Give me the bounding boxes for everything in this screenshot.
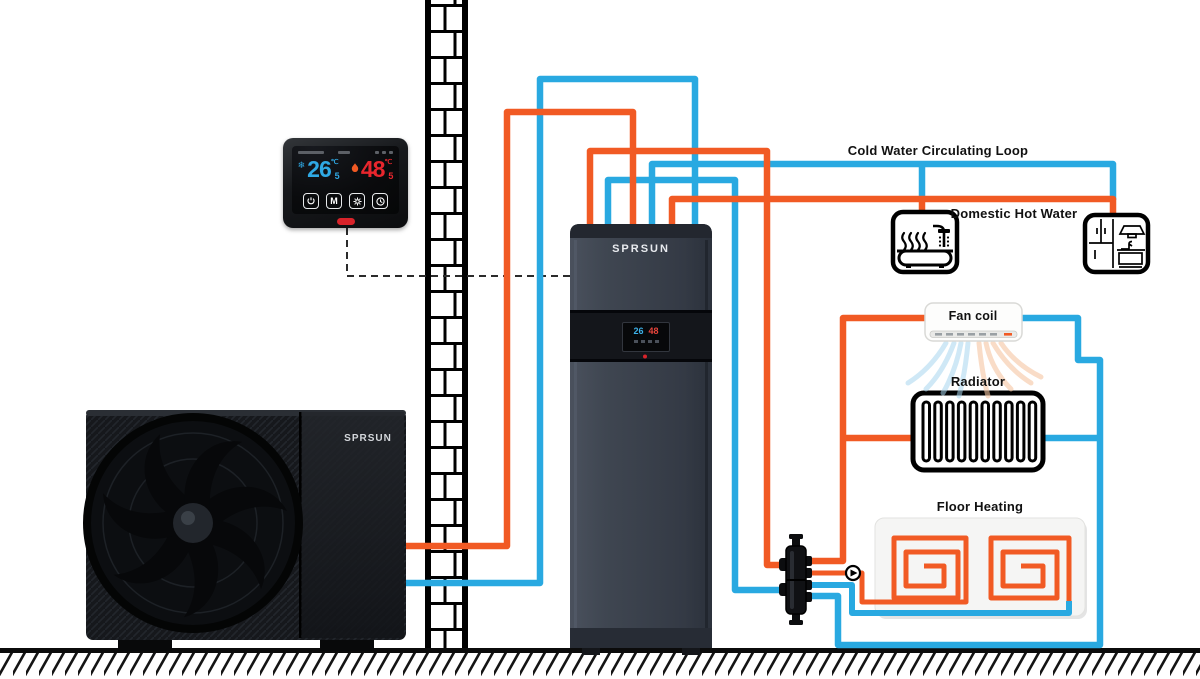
- pump-icon: [844, 564, 862, 582]
- power-button[interactable]: [303, 193, 319, 209]
- label-floor-heating: Floor Heating: [936, 499, 1024, 514]
- radiator-icon: [910, 390, 1046, 473]
- warm-air-stream: [976, 340, 1044, 399]
- pipe-return-heatpump-to-tank: [396, 75, 699, 587]
- flame-icon: [351, 161, 359, 177]
- lock-icon: [382, 150, 386, 154]
- bell-icon: [389, 150, 393, 154]
- label-radiator: Radiator: [950, 374, 1006, 389]
- timer-button[interactable]: [372, 193, 388, 209]
- pipe-cold-water-circulating-loop: [648, 160, 1117, 228]
- controller-signal-line: [346, 228, 570, 277]
- mode-button[interactable]: M: [326, 193, 342, 209]
- heating-temp-unit: ℃: [384, 159, 393, 166]
- indoor-unit-display: 26 48: [622, 322, 670, 352]
- status-text-placeholder: [298, 150, 324, 154]
- wall-controller: ❄ 26 ℃ 5 48 ℃ 5 M: [283, 138, 408, 228]
- manifold: [779, 534, 812, 625]
- fan: [83, 413, 303, 633]
- heating-temp-value: 48: [360, 156, 386, 182]
- indoor-unit: [570, 224, 712, 655]
- pipe-tank-to-manifold-supply: [586, 147, 790, 569]
- cold-water-pipes: [396, 75, 1117, 649]
- hot-water-pipes: [396, 108, 1117, 569]
- cooling-setpoint: ❄ 26 ℃ 5: [298, 158, 340, 181]
- indoor-unit-brand: SPRSUN: [612, 243, 670, 255]
- heating-setpoint: 48 ℃ 5: [351, 158, 393, 181]
- wall: [425, 0, 468, 649]
- indoor-display-keys: [623, 340, 669, 343]
- bathtub-shower-icon: [890, 209, 960, 275]
- indoor-display-heat: 48: [648, 326, 659, 336]
- controller-screen: ❄ 26 ℃ 5 48 ℃ 5 M: [292, 146, 399, 214]
- pipe-fancoil-return: [806, 314, 1104, 649]
- brand-pill: [336, 218, 355, 225]
- steam-icon: [901, 231, 928, 252]
- label-domestic-hot-water: Domestic Hot Water: [950, 206, 1078, 221]
- controller-status-bar: [298, 150, 393, 154]
- floor-heating-panel: [874, 517, 1087, 619]
- fan-button[interactable]: [349, 193, 365, 209]
- cooling-temp-decimal: 5: [334, 171, 340, 181]
- pipe-tank-to-manifold-return: [604, 176, 790, 594]
- cool-air-stream: [905, 340, 971, 399]
- floor-coil-left: [806, 535, 969, 605]
- cooling-temp-value: 26: [307, 156, 332, 182]
- outdoor-unit-brand: SPRSUN: [344, 433, 392, 444]
- outdoor-unit: [83, 410, 406, 651]
- wifi-icon: [375, 150, 379, 154]
- indoor-display-cool: 26: [633, 326, 644, 336]
- floor-heating-coils: [806, 535, 1072, 605]
- label-cold-water-loop: Cold Water Circulating Loop: [847, 143, 1029, 158]
- pipe-floor-heating-return: [806, 582, 1072, 616]
- floor-coil-right: [988, 535, 1072, 601]
- pipe-domestic-hot-water: [668, 195, 1117, 228]
- kitchen-sink-icon: [1082, 212, 1151, 275]
- snowflake-icon: ❄: [297, 160, 306, 170]
- status-day-placeholder: [338, 150, 350, 154]
- heating-temp-decimal: 5: [388, 171, 394, 181]
- fan-coil-unit: [905, 302, 1044, 399]
- cooling-temp-unit: ℃: [330, 159, 339, 166]
- label-fan-coil: Fan coil: [948, 309, 998, 323]
